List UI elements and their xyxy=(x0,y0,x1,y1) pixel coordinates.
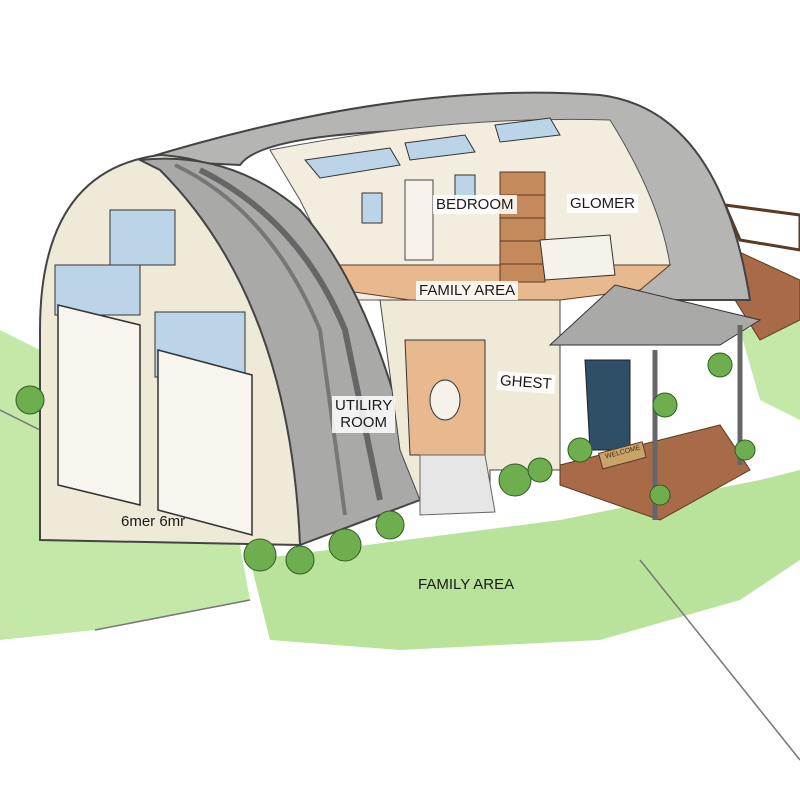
loft-door xyxy=(404,179,434,261)
porch-roof xyxy=(548,284,762,346)
front-door xyxy=(584,359,631,451)
lawn-right xyxy=(740,320,800,420)
bookshelf xyxy=(499,171,546,283)
label-glomer: GLOMER xyxy=(567,194,639,214)
label-garage: 6mer 6mr xyxy=(121,513,186,530)
label-guest: GHEST xyxy=(496,371,556,395)
skylights xyxy=(304,117,561,179)
welcome-mat xyxy=(597,441,647,470)
shrubs xyxy=(15,352,756,575)
sofa xyxy=(539,234,616,281)
label-family-area-ground: FAMILY AREA xyxy=(418,576,515,593)
label-bedroom: BEDROOM xyxy=(433,195,517,215)
label-utility-line1: UTILIRY xyxy=(335,397,393,414)
garage-door-right xyxy=(157,349,253,536)
garage-door-left xyxy=(57,304,141,506)
ramp xyxy=(419,454,496,516)
label-utility-room: UTILIRY ROOM xyxy=(332,396,396,433)
label-family-area-loft: FAMILY AREA xyxy=(416,281,519,301)
label-utility-line2: ROOM xyxy=(340,414,387,432)
